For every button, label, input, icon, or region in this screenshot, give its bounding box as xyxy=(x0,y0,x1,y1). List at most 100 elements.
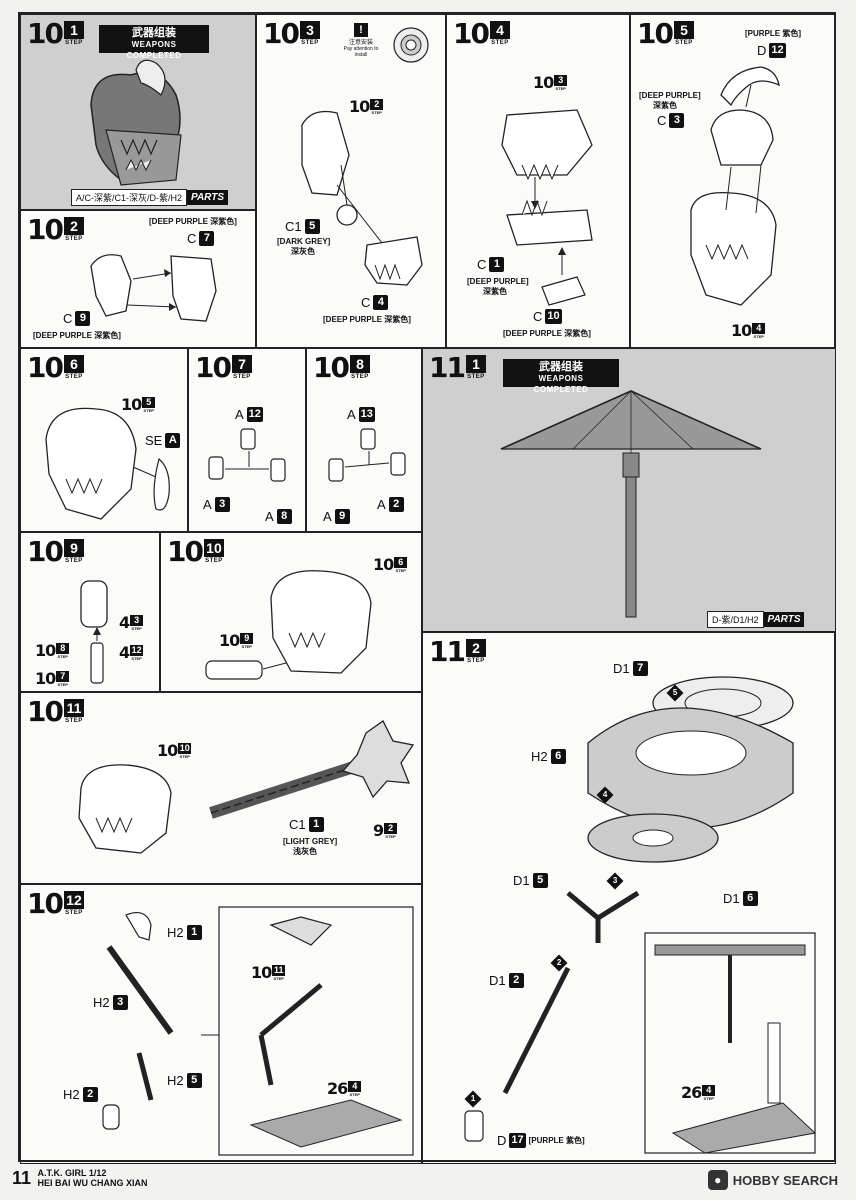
part-label: H2 xyxy=(531,749,548,764)
color-note-bottom: [DEEP PURPLE 深紫色] xyxy=(33,331,121,340)
step-word: STEP xyxy=(233,374,251,380)
part-label: C1 xyxy=(289,817,306,832)
umbrella-parts-illustration xyxy=(464,676,817,1154)
part-number: 3 xyxy=(669,113,685,128)
part-label: D xyxy=(757,43,767,58)
step-number: 10 xyxy=(27,17,64,50)
step-word: STEP xyxy=(65,236,83,242)
ref-number: 4 xyxy=(119,643,130,662)
parts-strip: A/C-深紫/C1-深灰/D-紫/H2 PARTS xyxy=(71,189,228,206)
step-word: STEP xyxy=(65,558,83,564)
watermark-text: HOBBY SEARCH xyxy=(732,1172,838,1188)
part-label: D1 xyxy=(489,973,506,988)
step-word: STEP xyxy=(467,658,485,664)
joint-parts-illustration xyxy=(328,428,406,482)
step-number: 10 xyxy=(195,351,232,384)
part-number: 7 xyxy=(632,661,648,676)
color-note-d17: [PURPLE 紫色] xyxy=(528,1135,585,1145)
part-callout-c1: C 1 xyxy=(477,257,505,272)
part-callout-h2-3: H2 3 xyxy=(93,995,128,1010)
part-number: 2 xyxy=(508,973,524,988)
weapons-completed-title: 武器组装 WEAPONS COMPLETED xyxy=(99,25,209,60)
ref-number: 10 xyxy=(35,669,56,688)
part-number: 1 xyxy=(186,925,202,940)
step-sub: 4 xyxy=(489,21,510,39)
ref-number: 26 xyxy=(327,1079,348,1098)
ref-number: 10 xyxy=(373,555,394,574)
step-number: 11 xyxy=(429,351,466,384)
part-label: SE xyxy=(145,433,163,448)
part-label: C xyxy=(477,257,487,272)
jaw-parts-illustration xyxy=(501,109,593,306)
step-number: 10 xyxy=(27,351,64,384)
title-cn: 武器组装 xyxy=(132,27,176,39)
ref-number: 26 xyxy=(681,1083,702,1102)
ref-sub: 8 xyxy=(56,643,70,654)
step-word: STEP xyxy=(65,374,83,380)
part-callout-a13: A 13 xyxy=(347,407,375,422)
step-number: 10 xyxy=(263,17,300,50)
part-callout-c3: C 3 xyxy=(657,113,685,128)
ref-sub: 5 xyxy=(142,397,156,408)
part-callout-h2-6: H2 6 xyxy=(531,749,566,764)
arm-parts-illustration xyxy=(80,580,108,684)
part-number: 1 xyxy=(489,257,505,272)
ref-sub: 9 xyxy=(240,633,254,644)
step-number: 10 xyxy=(637,17,674,50)
step-number: 10 xyxy=(27,695,64,728)
part-number: 9 xyxy=(75,311,91,326)
part-number: 5 xyxy=(304,219,320,234)
color-note-c1: [DEEP PURPLE] xyxy=(467,277,529,286)
part-label: C1 xyxy=(285,219,302,234)
color-note-c1-cn: 浅灰色 xyxy=(293,847,317,856)
part-callout-c10: C 10 xyxy=(533,309,562,324)
part-number: 6 xyxy=(742,891,758,906)
step-sub: 11 xyxy=(63,699,84,717)
step-sub: 12 xyxy=(63,891,84,909)
color-note-c3: [DEEP PURPLE] xyxy=(639,91,701,100)
mace-assembly-illustration xyxy=(78,720,415,854)
ref-sub: 3 xyxy=(554,75,568,86)
parts-strip: D-紫/D1/H2 PARTS xyxy=(707,611,805,628)
step-word: STEP xyxy=(65,718,83,724)
step-word: STEP xyxy=(65,40,83,46)
step-number: 11 xyxy=(429,635,466,668)
part-callout-c1-5: C1 5 xyxy=(285,219,320,234)
part-callout-a2: A 2 xyxy=(377,497,404,512)
part-callout-c7: C 7 xyxy=(187,231,215,246)
parts-text: D-紫/D1/H2 xyxy=(707,611,764,628)
page-footer: 11 A.T.K. GIRL 1/12 HEI BAI WU CHANG XIA… xyxy=(12,1168,148,1188)
ref-number: 10 xyxy=(121,395,142,414)
part-number: 9 xyxy=(334,509,350,524)
head-illustration xyxy=(90,59,182,186)
part-number: 3 xyxy=(112,995,128,1010)
title-cn: 武器组装 xyxy=(539,361,583,373)
ref-number: 10 xyxy=(35,641,56,660)
part-callout-a12: A 12 xyxy=(235,407,263,422)
color-note-c1-cn: 深灰色 xyxy=(291,247,315,256)
ref-sub: 2 xyxy=(384,823,398,834)
ref-sub: 4 xyxy=(348,1081,362,1092)
part-label: H2 xyxy=(93,995,110,1010)
color-note-c1: [DARK GREY] xyxy=(277,237,331,246)
part-number: 2 xyxy=(82,1087,98,1102)
